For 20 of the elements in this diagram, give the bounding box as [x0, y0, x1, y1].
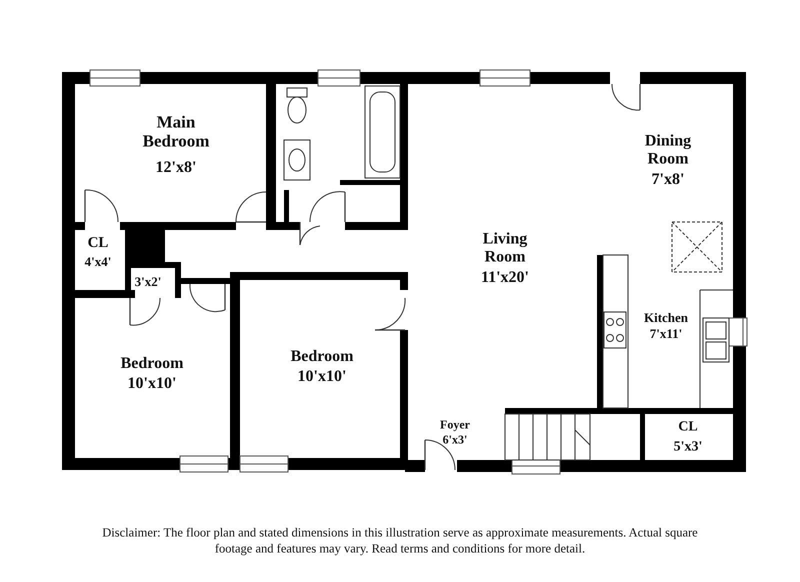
- room-label: CL: [678, 419, 698, 435]
- room-label: CL: [88, 234, 108, 252]
- disclaimer-text: Disclaimer: The floor plan and stated dimensions in this illustration serve as approximate measurements. Actual square footage and features may vary. Read terms and conditions for more detail.: [101, 525, 699, 557]
- room-label: 4'x4': [84, 254, 112, 270]
- room-label: 7'x11': [650, 326, 682, 342]
- room-label: 10'x10': [298, 368, 346, 386]
- room-label: Dining Room: [644, 132, 692, 168]
- room-label: 5'x3': [674, 439, 702, 455]
- room-label: Main Bedroom: [142, 113, 210, 151]
- room-label: 3'x2': [134, 274, 162, 290]
- room-label: Bedroom: [120, 355, 184, 373]
- room-label: 12'x8': [156, 159, 196, 177]
- room-label: Living Room: [482, 230, 528, 266]
- room-label: 6'x3': [442, 433, 468, 447]
- room-label: 10'x10': [128, 375, 176, 393]
- room-label: 7'x8': [652, 171, 684, 189]
- room-label: Foyer: [440, 418, 470, 432]
- room-label: Kitchen: [644, 310, 688, 326]
- room-label: 11'x20': [481, 269, 529, 287]
- room-label: Bedroom: [290, 348, 354, 366]
